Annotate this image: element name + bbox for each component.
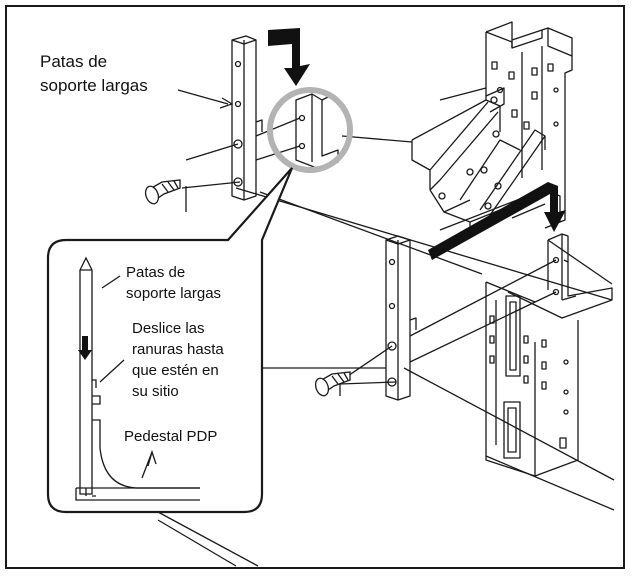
frame-border [5,5,625,569]
inset-leg [79,256,101,496]
slide-instruction-line-4: su sitio [132,383,179,400]
inset-pedestal [75,419,200,501]
inset-leg-label-line-2: soporte largas [126,285,222,302]
inset-callout [46,167,294,514]
main-leg-label-line-2: soporte largas [40,76,148,95]
main-leg-label-line-1: Patas de [40,52,108,71]
slide-instruction-line-1: Deslice las [132,320,205,337]
upper-bracket [295,93,339,171]
down-arrow-icon [78,336,92,360]
detail-highlight-circle [267,87,353,173]
pedestal-label-text: Pedestal PDP [124,428,218,445]
down-arrow-icon [268,28,310,86]
screw-icon [144,179,181,205]
slide-instruction-line-3: que estén en [132,362,219,379]
main-leg-label: Patas de soporte largas [40,50,148,98]
stand-tower [411,21,613,477]
pedestal-label: Pedestal PDP [124,426,217,447]
lower-leg [385,235,417,401]
slide-instruction-line-2: ranuras hasta [132,341,224,358]
upper-leg [231,35,263,201]
screw-icon [314,371,351,397]
slide-instruction-label: Deslice las ranuras hasta que estén en s… [132,318,224,402]
inset-leg-label-line-1: Patas de [126,264,186,281]
pedestal-lines [157,135,615,567]
inset-leg-label: Patas de soporte largas [126,262,221,304]
down-arrow-icon [428,182,566,260]
